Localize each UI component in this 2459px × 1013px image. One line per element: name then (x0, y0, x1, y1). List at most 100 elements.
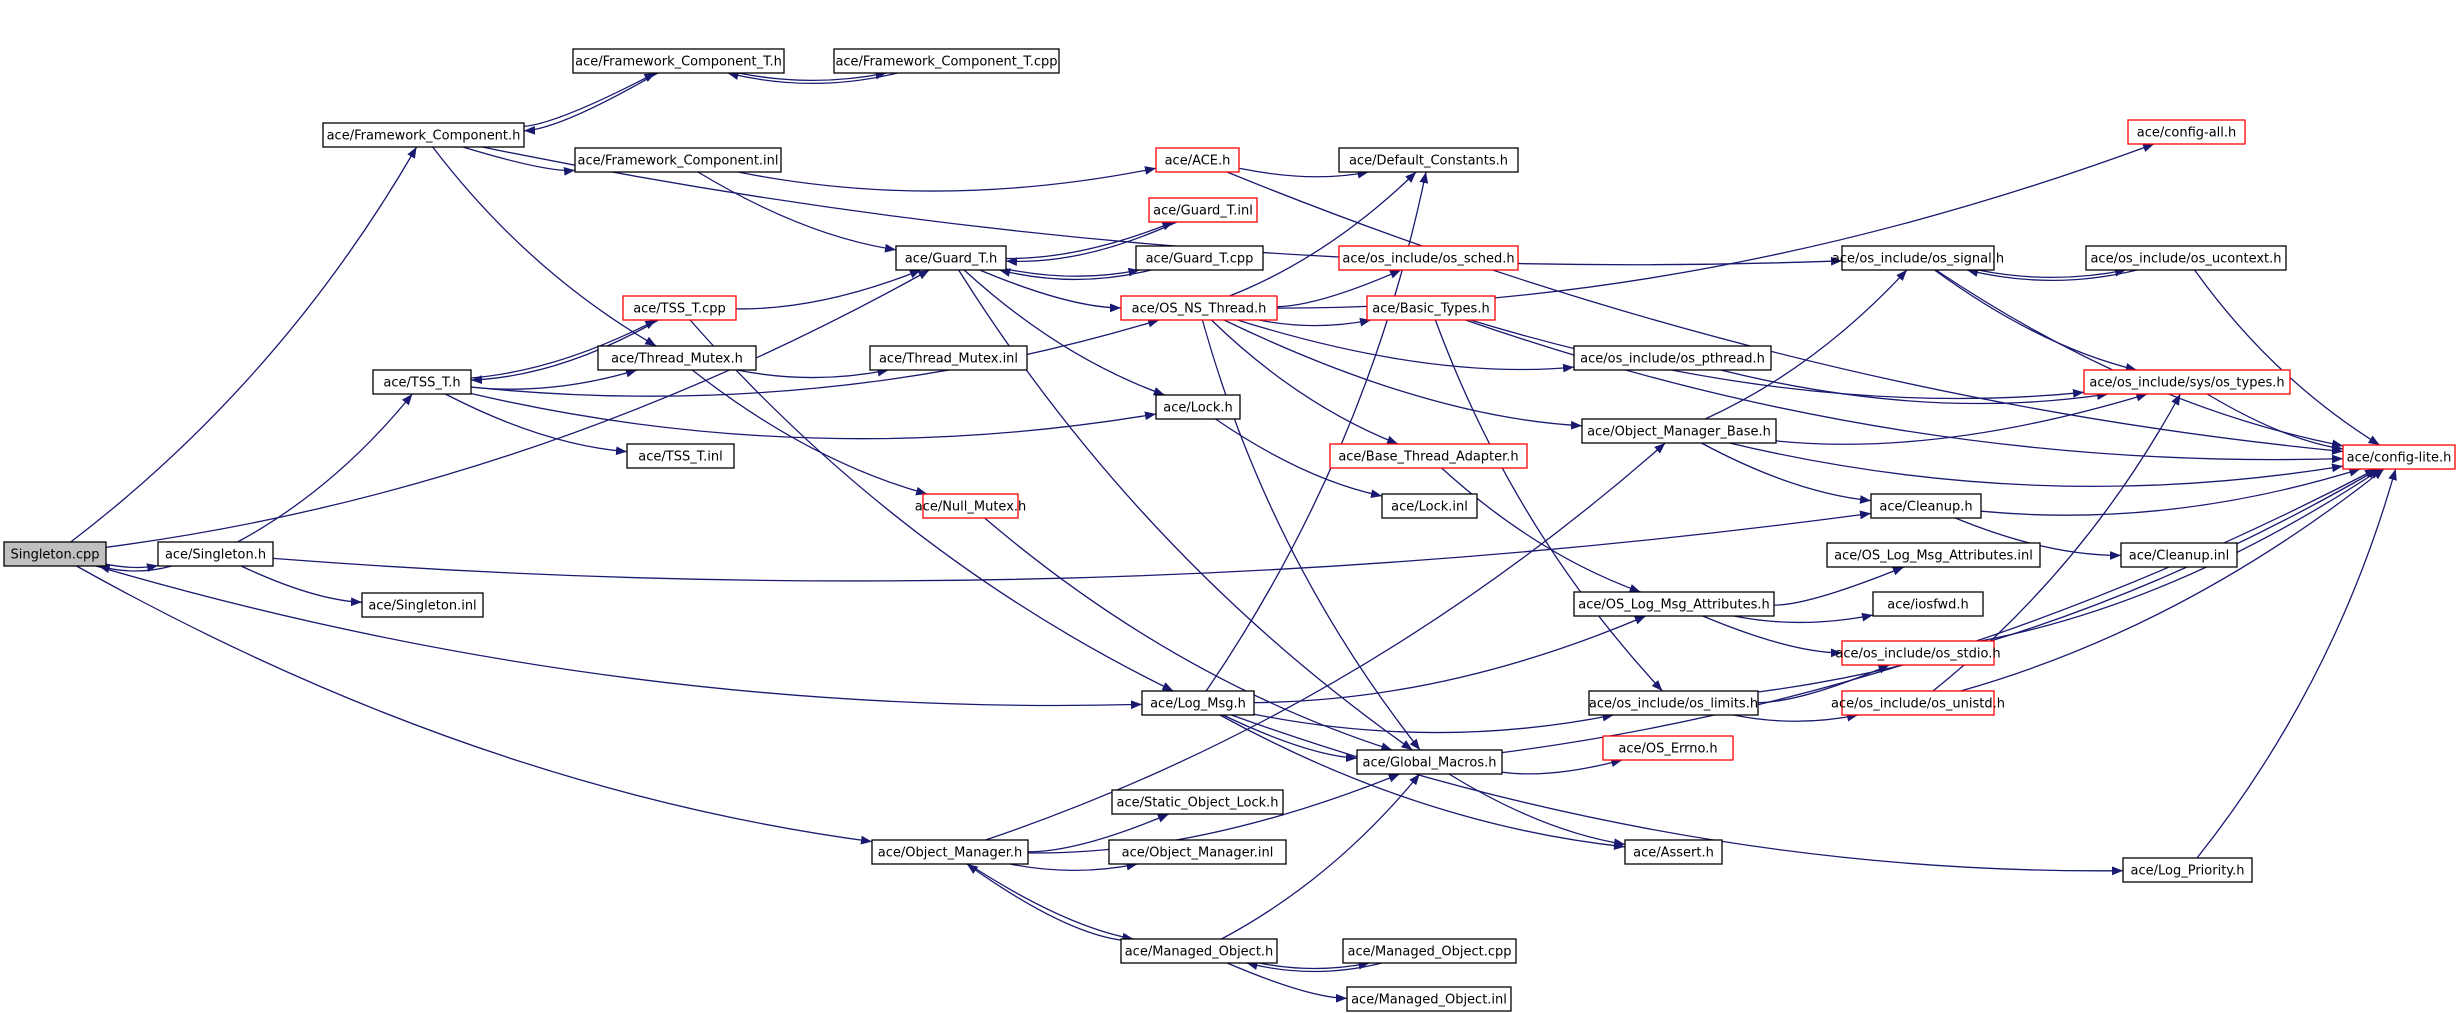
node-os-unistd-h[interactable]: ace/os_include/os_unistd.h (1831, 690, 2005, 716)
node-assert-h[interactable]: ace/Assert.h (1624, 839, 1723, 865)
edge-os_ucontext_h-to-os_signal_h (1966, 268, 2138, 282)
node-guard-t-h[interactable]: ace/Guard_T.h (895, 245, 1007, 271)
edge-tss_t_cpp-to-guard_t_h (735, 269, 922, 310)
node-framework-component-h[interactable]: ace/Framework_Component.h (322, 122, 525, 148)
node-config-lite-h[interactable]: ace/config-lite.h (2342, 444, 2456, 470)
node-os-pthread-h[interactable]: ace/os_include/os_pthread.h (1573, 345, 1772, 371)
edge-framework_component_h-to-framework_component_inl (462, 146, 576, 176)
node-cleanup-inl[interactable]: ace/Cleanup.inl (2120, 542, 2238, 568)
edge-singleton_h-to-singleton_inl (240, 565, 363, 607)
node-os-signal-h[interactable]: ace/os_include/os_signal.h (1832, 245, 2004, 271)
node-basic-types-h[interactable]: ace/Basic_Types.h (1366, 295, 1496, 321)
node-framework-component-t-cpp[interactable]: ace/Framework_Component_T.cpp (833, 48, 1060, 74)
node-base-thread-adapter-h[interactable]: ace/Base_Thread_Adapter.h (1329, 443, 1528, 469)
edge-guard_t_inl-to-guard_t_h (1005, 221, 1178, 266)
edge-os_signal_h-to-config_lite_h (1935, 269, 2344, 449)
node-label: ace/Managed_Object.inl (1351, 993, 1507, 1008)
node-box (2120, 542, 2238, 568)
node-os-log-msg-attributes-h[interactable]: ace/OS_Log_Msg_Attributes.h (1573, 591, 1775, 617)
node-box (1111, 789, 1284, 815)
node-label: ace/Log_Priority.h (2131, 864, 2245, 879)
edge-guard_t_h-to-guard_t_inl (1005, 221, 1174, 260)
node-managed-object-h[interactable]: ace/Managed_Object.h (1120, 938, 1278, 964)
node-object-manager-base-h[interactable]: ace/Object_Manager_Base.h (1581, 418, 1777, 444)
edge-tss_t_h-to-lock_h (470, 392, 1157, 440)
edge-global_macros_h-to-os_errno_h (1501, 758, 1623, 775)
node-label: ace/ACE.h (1165, 154, 1231, 169)
node-managed-object-cpp[interactable]: ace/Managed_Object.cpp (1342, 938, 1517, 964)
node-label: ace/Null_Mutex.h (915, 500, 1027, 515)
node-os-log-msg-attributes-inl[interactable]: ace/OS_Log_Msg_Attributes.inl (1826, 542, 2041, 568)
node-thread-mutex-h[interactable]: ace/Thread_Mutex.h (597, 345, 757, 371)
node-log-priority-h[interactable]: ace/Log_Priority.h (2122, 857, 2253, 883)
node-cleanup-h[interactable]: ace/Cleanup.h (1870, 493, 1982, 519)
node-box (3, 541, 107, 567)
edge-tss_t_h-to-thread_mutex_h (470, 368, 638, 390)
edge-os_ns_thread_h-to-os_sched_h (1276, 269, 1402, 308)
node-object-manager-inl[interactable]: ace/Object_Manager.inl (1108, 839, 1287, 865)
edge-tss_t_h-to-tss_t_inl (445, 393, 628, 456)
node-os-types-h[interactable]: ace/os_include/sys/os_types.h (2083, 369, 2291, 395)
node-label: ace/os_include/os_ucontext.h (2090, 252, 2281, 267)
edge-os_stdio_h-to-config_lite_h (1980, 468, 2382, 642)
node-os-ns-thread-h[interactable]: ace/OS_NS_Thread.h (1120, 295, 1278, 321)
node-os-limits-h[interactable]: ace/os_include/os_limits.h (1588, 690, 1759, 716)
node-tss-t-cpp[interactable]: ace/TSS_T.cpp (622, 295, 737, 321)
node-box (1338, 147, 1519, 173)
node-guard-t-cpp[interactable]: ace/Guard_T.cpp (1135, 245, 1264, 271)
node-iosfwd-h[interactable]: ace/iosfwd.h (1872, 591, 1984, 617)
node-label: ace/Guard_T.cpp (1146, 252, 1254, 267)
edge-singleton_cpp-to-log_msg_h (95, 565, 1143, 710)
node-label: ace/Cleanup.inl (2129, 549, 2229, 564)
node-ace-h[interactable]: ace/ACE.h (1155, 147, 1240, 173)
edge-singleton_cpp-to-singleton_h (105, 563, 159, 572)
node-static-object-lock-h[interactable]: ace/Static_Object_Lock.h (1111, 789, 1284, 815)
edge-framework_component_inl-to-guard_t_h (697, 171, 897, 253)
node-label: ace/os_include/os_sched.h (1342, 252, 1514, 267)
node-tss-t-h[interactable]: ace/TSS_T.h (372, 369, 472, 395)
node-singleton-inl[interactable]: ace/Singleton.inl (361, 592, 484, 618)
node-box (1588, 690, 1759, 716)
edge-singleton_cpp-to-guard_t_h (105, 269, 930, 548)
edge-os_ns_thread_h-to-global_macros_h (1201, 319, 1421, 751)
edge-managed_object_h-to-global_macros_h (1221, 773, 1421, 940)
node-box (1356, 749, 1503, 775)
node-os-errno-h[interactable]: ace/OS_Errno.h (1602, 735, 1734, 761)
node-guard-t-inl[interactable]: ace/Guard_T.inl (1148, 197, 1258, 223)
node-null-mutex-h[interactable]: ace/Null_Mutex.h (915, 493, 1027, 519)
node-global-macros-h[interactable]: ace/Global_Macros.h (1356, 749, 1503, 775)
node-box (1135, 245, 1264, 271)
node-box (626, 443, 735, 469)
node-tss-t-inl[interactable]: ace/TSS_T.inl (626, 443, 735, 469)
node-lock-h[interactable]: ace/Lock.h (1155, 394, 1241, 420)
node-label: ace/Singleton.inl (368, 599, 476, 614)
node-box (895, 245, 1007, 271)
node-object-manager-h[interactable]: ace/Object_Manager.h (871, 839, 1029, 865)
node-singleton-h[interactable]: ace/Singleton.h (157, 541, 274, 567)
node-os-sched-h[interactable]: ace/os_include/os_sched.h (1338, 245, 1519, 271)
node-label: ace/os_include/os_signal.h (1832, 252, 2004, 267)
edge-base_thread_adapter_h-to-os_log_msg_attributes_h (1441, 467, 1641, 593)
node-config-all-h[interactable]: ace/config-all.h (2127, 119, 2246, 145)
node-box (922, 493, 1019, 519)
edge-object_manager_base_h-to-os_types_h (1775, 392, 2148, 445)
edge-singleton_cpp-to-framework_component_h (70, 146, 418, 543)
node-framework-component-inl[interactable]: ace/Framework_Component.inl (574, 147, 782, 173)
node-os-stdio-h[interactable]: ace/os_include/os_stdio.h (1835, 640, 2001, 666)
node-log-msg-h[interactable]: ace/Log_Msg.h (1141, 690, 1255, 716)
node-label: ace/Thread_Mutex.h (611, 352, 743, 367)
node-lock-inl[interactable]: ace/Lock.inl (1381, 493, 1478, 519)
node-managed-object-inl[interactable]: ace/Managed_Object.inl (1346, 986, 1512, 1012)
node-framework-component-t-h[interactable]: ace/Framework_Component_T.h (572, 48, 785, 74)
node-label: ace/OS_Log_Msg_Attributes.inl (1834, 549, 2033, 564)
edge-os_log_msg_attributes_h-to-iosfwd_h (1733, 612, 1874, 624)
edge-os_ns_thread_h-to-default_constants_h (1229, 171, 1417, 297)
edge-managed_object_cpp-to-managed_object_h (1246, 961, 1383, 973)
edge-layer (70, 70, 2397, 1003)
node-thread-mutex-inl[interactable]: ace/Thread_Mutex.inl (869, 345, 1028, 371)
node-os-ucontext-h[interactable]: ace/os_include/os_ucontext.h (2085, 245, 2287, 271)
node-default-constants-h[interactable]: ace/Default_Constants.h (1338, 147, 1519, 173)
edge-managed_object_h-to-managed_object_cpp (1258, 960, 1370, 970)
node-label: ace/Default_Constants.h (1349, 154, 1508, 169)
node-label: ace/iosfwd.h (1887, 598, 1968, 613)
